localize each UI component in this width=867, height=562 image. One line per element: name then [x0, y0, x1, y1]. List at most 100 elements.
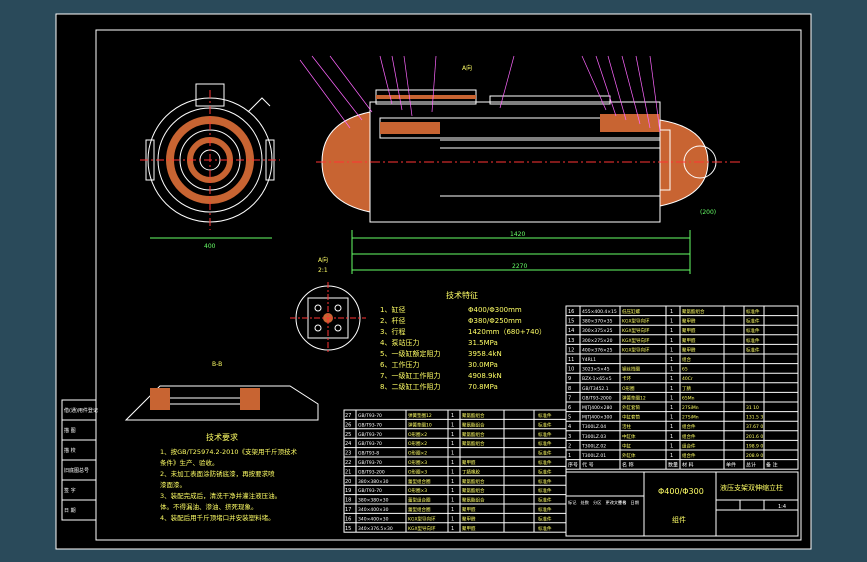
svg-text:340×400×30: 340×400×30: [358, 507, 389, 513]
title-label: 分区: [593, 499, 601, 506]
svg-text:蕾型组合圈: 蕾型组合圈: [408, 506, 431, 513]
main-dim-total: 2270: [512, 263, 527, 270]
svg-text:名 称: 名 称: [622, 462, 634, 469]
svg-text:1: 1: [670, 319, 673, 325]
svg-text:1: 1: [670, 424, 673, 430]
svg-text:组合件: 组合件: [682, 452, 696, 459]
svg-text:455×400.4×15: 455×400.4×15: [582, 309, 617, 315]
svg-text:16: 16: [568, 309, 574, 315]
svg-text:1: 1: [451, 422, 454, 428]
svg-text:O形圈×3: O形圈×3: [408, 468, 427, 475]
svg-text:380×380×30: 380×380×30: [358, 498, 389, 504]
req-line: 条件》生产、验收。: [160, 458, 219, 467]
svg-text:中缸体: 中缸体: [622, 433, 636, 440]
svg-text:KGX型导向环: KGX型导向环: [622, 318, 650, 325]
svg-text:10: 10: [568, 367, 574, 373]
svg-text:备 注: 备 注: [766, 462, 778, 469]
svg-text:聚甲醛: 聚甲醛: [682, 346, 696, 353]
title-doc-type: 组件: [672, 515, 686, 524]
svg-text:131.5 3: 131.5 3: [746, 415, 763, 421]
svg-text:11: 11: [568, 357, 574, 363]
svg-text:聚氨酯组合: 聚氨酯组合: [682, 308, 705, 315]
view-a: A向 2:1: [290, 256, 366, 354]
svg-text:24: 24: [345, 441, 351, 447]
spec-item: 6、工作压力: [380, 360, 419, 369]
main-dim-stroke: 1420: [510, 231, 525, 238]
svg-text:标准件: 标准件: [746, 337, 760, 344]
spec-value: 31.5MPa: [468, 339, 498, 347]
spec-value: 3958.4kN: [468, 350, 502, 358]
svg-text:KGX型导向环: KGX型导向环: [408, 515, 436, 522]
svg-text:组合: 组合: [682, 356, 691, 363]
svg-text:组合件: 组合件: [682, 423, 696, 430]
svg-text:18: 18: [345, 498, 351, 504]
svg-text:1: 1: [451, 526, 454, 532]
svg-text:聚甲醛: 聚甲醛: [462, 525, 476, 532]
spec-value: 30.0MPa: [468, 361, 498, 369]
svg-text:标准件: 标准件: [746, 346, 760, 353]
title-name: 液压支架双伸缩立柱: [720, 483, 783, 492]
svg-text:1: 1: [670, 434, 673, 440]
svg-text:12: 12: [568, 347, 574, 353]
svg-text:65: 65: [682, 367, 688, 373]
svg-text:标准件: 标准件: [538, 459, 552, 466]
svg-text:1: 1: [670, 328, 673, 334]
stamp-cell: 描 校: [64, 447, 76, 454]
svg-text:丁腈: 丁腈: [682, 385, 691, 392]
req-line: 1、按GB/T25974.2-2010《支架用千斤顶技术: [160, 447, 298, 456]
svg-text:27SiMn: 27SiMn: [682, 405, 699, 411]
svg-text:26: 26: [345, 422, 351, 428]
svg-text:标准件: 标准件: [538, 515, 552, 522]
spec-value: Φ380/Φ250mm: [468, 317, 522, 325]
svg-text:单件: 单件: [726, 462, 736, 469]
end-view-dim: 400: [204, 243, 216, 250]
svg-text:21: 21: [345, 469, 351, 475]
stamp-cell: 借(通)用件登记: [64, 407, 98, 414]
svg-text:组合件: 组合件: [682, 442, 696, 449]
svg-text:6: 6: [568, 405, 571, 411]
svg-text:标准件: 标准件: [538, 412, 552, 419]
svg-text:5: 5: [568, 415, 571, 421]
svg-text:1: 1: [451, 432, 454, 438]
svg-text:7: 7: [568, 395, 571, 401]
svg-text:1: 1: [670, 376, 673, 382]
svg-text:14: 14: [568, 328, 574, 334]
svg-text:16: 16: [345, 516, 351, 522]
svg-text:GB/T3452.1: GB/T3452.1: [582, 386, 609, 392]
svg-text:外缸体: 外缸体: [622, 452, 636, 459]
svg-text:聚甲醛: 聚甲醛: [462, 515, 476, 522]
svg-text:1: 1: [670, 367, 673, 373]
svg-text:低压缸螺: 低压缸螺: [622, 308, 640, 315]
svg-text:15: 15: [345, 526, 351, 532]
end-view: 400: [140, 83, 280, 250]
svg-text:标准件: 标准件: [538, 468, 552, 475]
svg-text:O形圈×2: O形圈×2: [408, 440, 427, 447]
svg-text:标准件: 标准件: [746, 327, 760, 334]
svg-text:13: 13: [568, 338, 574, 344]
svg-text:数量: 数量: [668, 462, 678, 469]
svg-text:序号: 序号: [568, 462, 578, 469]
main-dim-extra: (200): [700, 209, 716, 216]
svg-text:标准件: 标准件: [538, 421, 552, 428]
svg-text:聚甲醛: 聚甲醛: [462, 459, 476, 466]
svg-text:1: 1: [670, 395, 673, 401]
svg-text:聚甲醛: 聚甲醛: [462, 506, 476, 513]
title-scale: 1:4: [778, 504, 786, 510]
title-label: 更改文件号: [606, 499, 627, 506]
svg-text:1: 1: [451, 441, 454, 447]
svg-text:1: 1: [670, 386, 673, 392]
